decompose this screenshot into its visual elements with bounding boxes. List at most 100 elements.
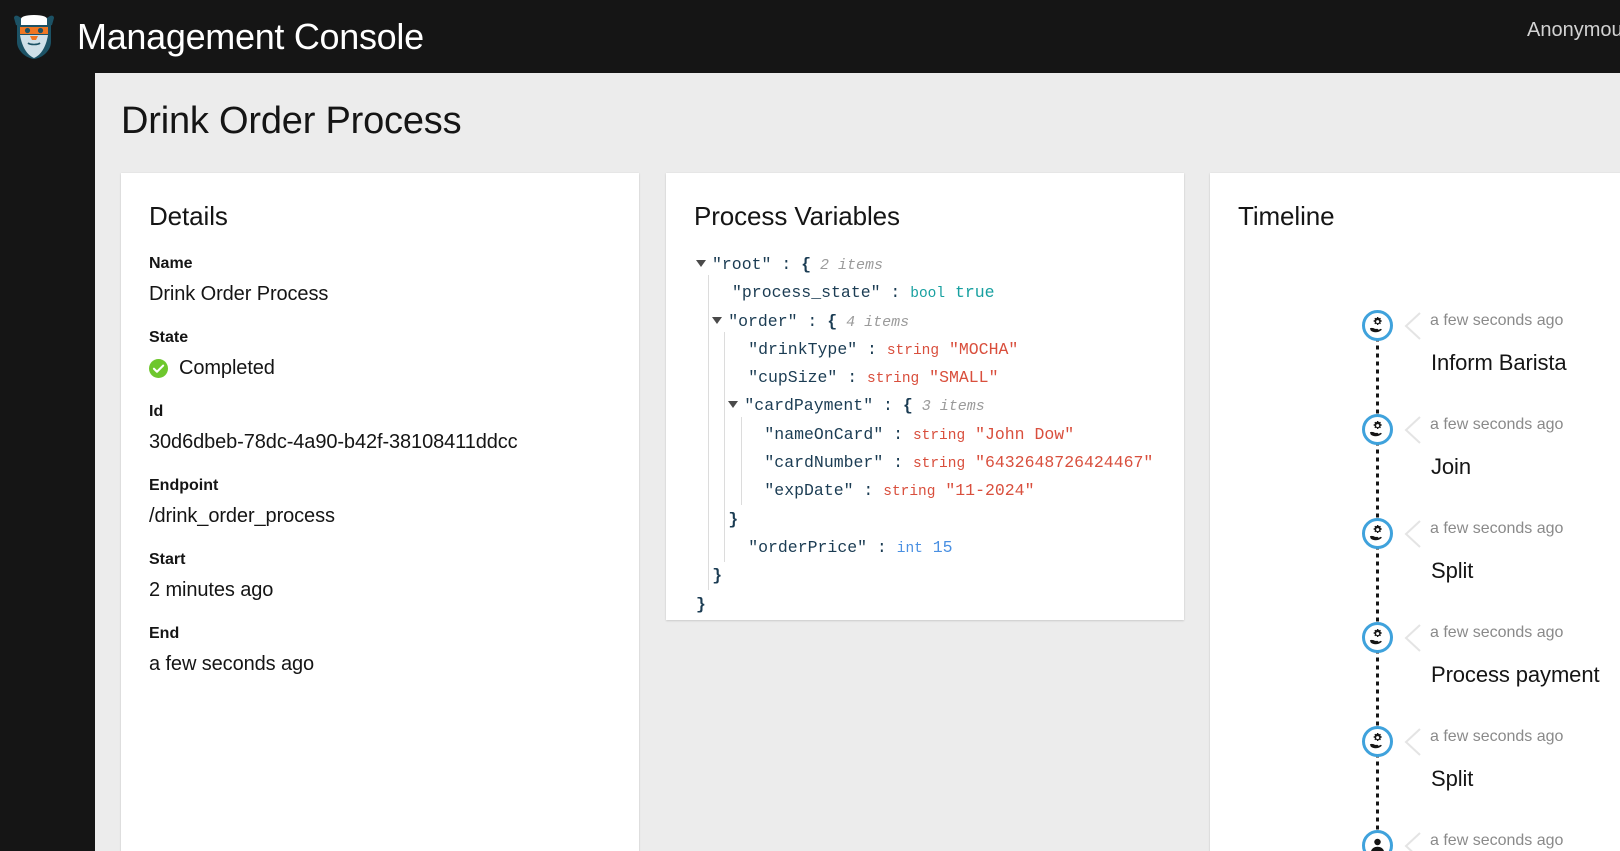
json-type-label: string <box>912 456 966 473</box>
brand[interactable]: Management Console <box>0 14 424 60</box>
json-row: "nameOnCard" : string "John Dow" <box>696 416 1153 449</box>
timeline-item-label[interactable]: Join <box>1431 454 1471 479</box>
json-key: "drinkType" <box>748 339 858 359</box>
json-colon: : <box>771 255 802 274</box>
json-guide-line <box>708 473 710 506</box>
json-colon: : <box>857 339 887 359</box>
user-task-person-icon[interactable] <box>1362 830 1393 851</box>
detail-field-value: a few seconds ago <box>149 653 315 675</box>
detail-field-label: Name <box>149 255 193 272</box>
details-card-title: Details <box>149 201 228 231</box>
service-task-gear-hand-icon[interactable] <box>1362 726 1393 757</box>
service-task-gear-hand-icon[interactable] <box>1362 622 1393 653</box>
json-row: } <box>696 501 1153 534</box>
state-label: Completed <box>179 357 275 379</box>
sidebar-rail <box>0 73 95 851</box>
chevron-left-icon <box>1404 832 1421 851</box>
user-menu-label[interactable]: Anonymous <box>1527 19 1620 41</box>
json-key: "orderPrice" <box>748 537 868 557</box>
chevron-left-icon <box>1404 728 1421 756</box>
json-open-brace: { <box>902 396 913 416</box>
process-variables-card-title: Process Variables <box>694 201 900 231</box>
json-key: "cardNumber" <box>764 453 884 473</box>
detail-field-label: End <box>149 625 180 642</box>
json-caret-spacer <box>728 340 748 359</box>
timeline-item-time: a few seconds ago <box>1430 312 1564 329</box>
json-colon: : <box>880 283 911 303</box>
json-type-label: int <box>896 540 923 557</box>
detail-field-label: State <box>149 329 189 346</box>
json-key: "cardPayment" <box>744 396 874 416</box>
json-guide-line <box>708 303 710 336</box>
timeline-item-time: a few seconds ago <box>1430 624 1564 641</box>
caret-down-icon[interactable] <box>728 401 739 409</box>
json-type-label: string <box>912 427 966 444</box>
timeline-item-label[interactable]: Split <box>1431 766 1474 791</box>
json-row: "drinkType" : string "MOCHA" <box>696 331 1153 364</box>
timeline-spine <box>1376 310 1379 851</box>
json-guide-line <box>724 529 726 562</box>
json-open-brace: { <box>827 311 838 331</box>
json-close-brace: } <box>728 509 739 529</box>
caret-down-icon[interactable] <box>712 316 723 324</box>
json-value: "SMALL" <box>919 368 999 388</box>
service-task-gear-hand-icon[interactable] <box>1362 518 1393 549</box>
chevron-left-icon <box>1404 624 1421 652</box>
json-colon: : <box>873 396 903 416</box>
json-close-brace: } <box>712 566 723 586</box>
detail-field-label: Id <box>149 403 164 420</box>
detail-field: End a few seconds ago <box>149 625 609 676</box>
json-guide-line <box>724 445 726 478</box>
timeline-card-title: Timeline <box>1238 201 1335 231</box>
json-row: } <box>696 558 1153 591</box>
detail-field-value: /drink_order_process <box>149 505 335 527</box>
check-circle-icon <box>149 359 168 378</box>
json-guide-line <box>724 388 726 421</box>
json-key: "root" <box>712 255 772 274</box>
service-task-gear-hand-icon[interactable] <box>1362 310 1393 341</box>
timeline-item-label[interactable]: Inform Barista <box>1431 350 1567 375</box>
json-colon: : <box>867 537 897 557</box>
json-row: "orderPrice" : int 15 <box>696 529 1153 562</box>
json-colon: : <box>837 368 868 388</box>
timeline-item-time: a few seconds ago <box>1430 416 1564 433</box>
timeline-item-label[interactable]: Split <box>1431 558 1474 583</box>
timeline-item-time: a few seconds ago <box>1430 728 1564 745</box>
json-row: "cardNumber" : string "6432648726424467" <box>696 445 1153 478</box>
masthead: Management Console Anonymous <box>0 0 1620 73</box>
json-guide-line <box>740 416 742 449</box>
json-key: "cupSize" <box>748 368 838 388</box>
timeline-item-label[interactable]: Process payment <box>1431 662 1600 687</box>
json-guide-line <box>724 416 726 449</box>
json-row: "root" : { 2 items <box>696 251 1153 279</box>
json-key: "nameOnCard" <box>764 424 884 444</box>
timeline-item-time: a few seconds ago <box>1430 832 1564 849</box>
json-type-label: string <box>867 371 920 388</box>
json-value: "John Dow" <box>965 424 1075 444</box>
service-task-gear-hand-icon[interactable] <box>1362 414 1393 445</box>
json-guide-line <box>708 275 710 308</box>
json-item-count: 3 items <box>912 398 985 416</box>
detail-field-label: Start <box>149 551 186 568</box>
json-value: true <box>945 283 995 303</box>
viking-mascot-logo-icon <box>14 14 54 59</box>
json-colon: : <box>853 481 884 501</box>
json-guide-line <box>724 360 726 393</box>
json-value: "MOCHA" <box>939 339 1019 359</box>
caret-down-icon[interactable] <box>696 260 706 267</box>
json-row: "cardPayment" : { 3 items <box>696 388 1153 421</box>
json-colon: : <box>883 453 913 473</box>
json-key: "order" <box>728 311 798 331</box>
json-type-label: string <box>883 484 936 501</box>
json-caret-spacer <box>712 283 732 302</box>
detail-field-value: Completed <box>149 357 609 380</box>
json-guide-line <box>708 360 710 393</box>
json-row: "cupSize" : string "SMALL" <box>696 360 1153 393</box>
json-caret-spacer <box>745 481 765 500</box>
json-guide-line <box>708 331 710 364</box>
